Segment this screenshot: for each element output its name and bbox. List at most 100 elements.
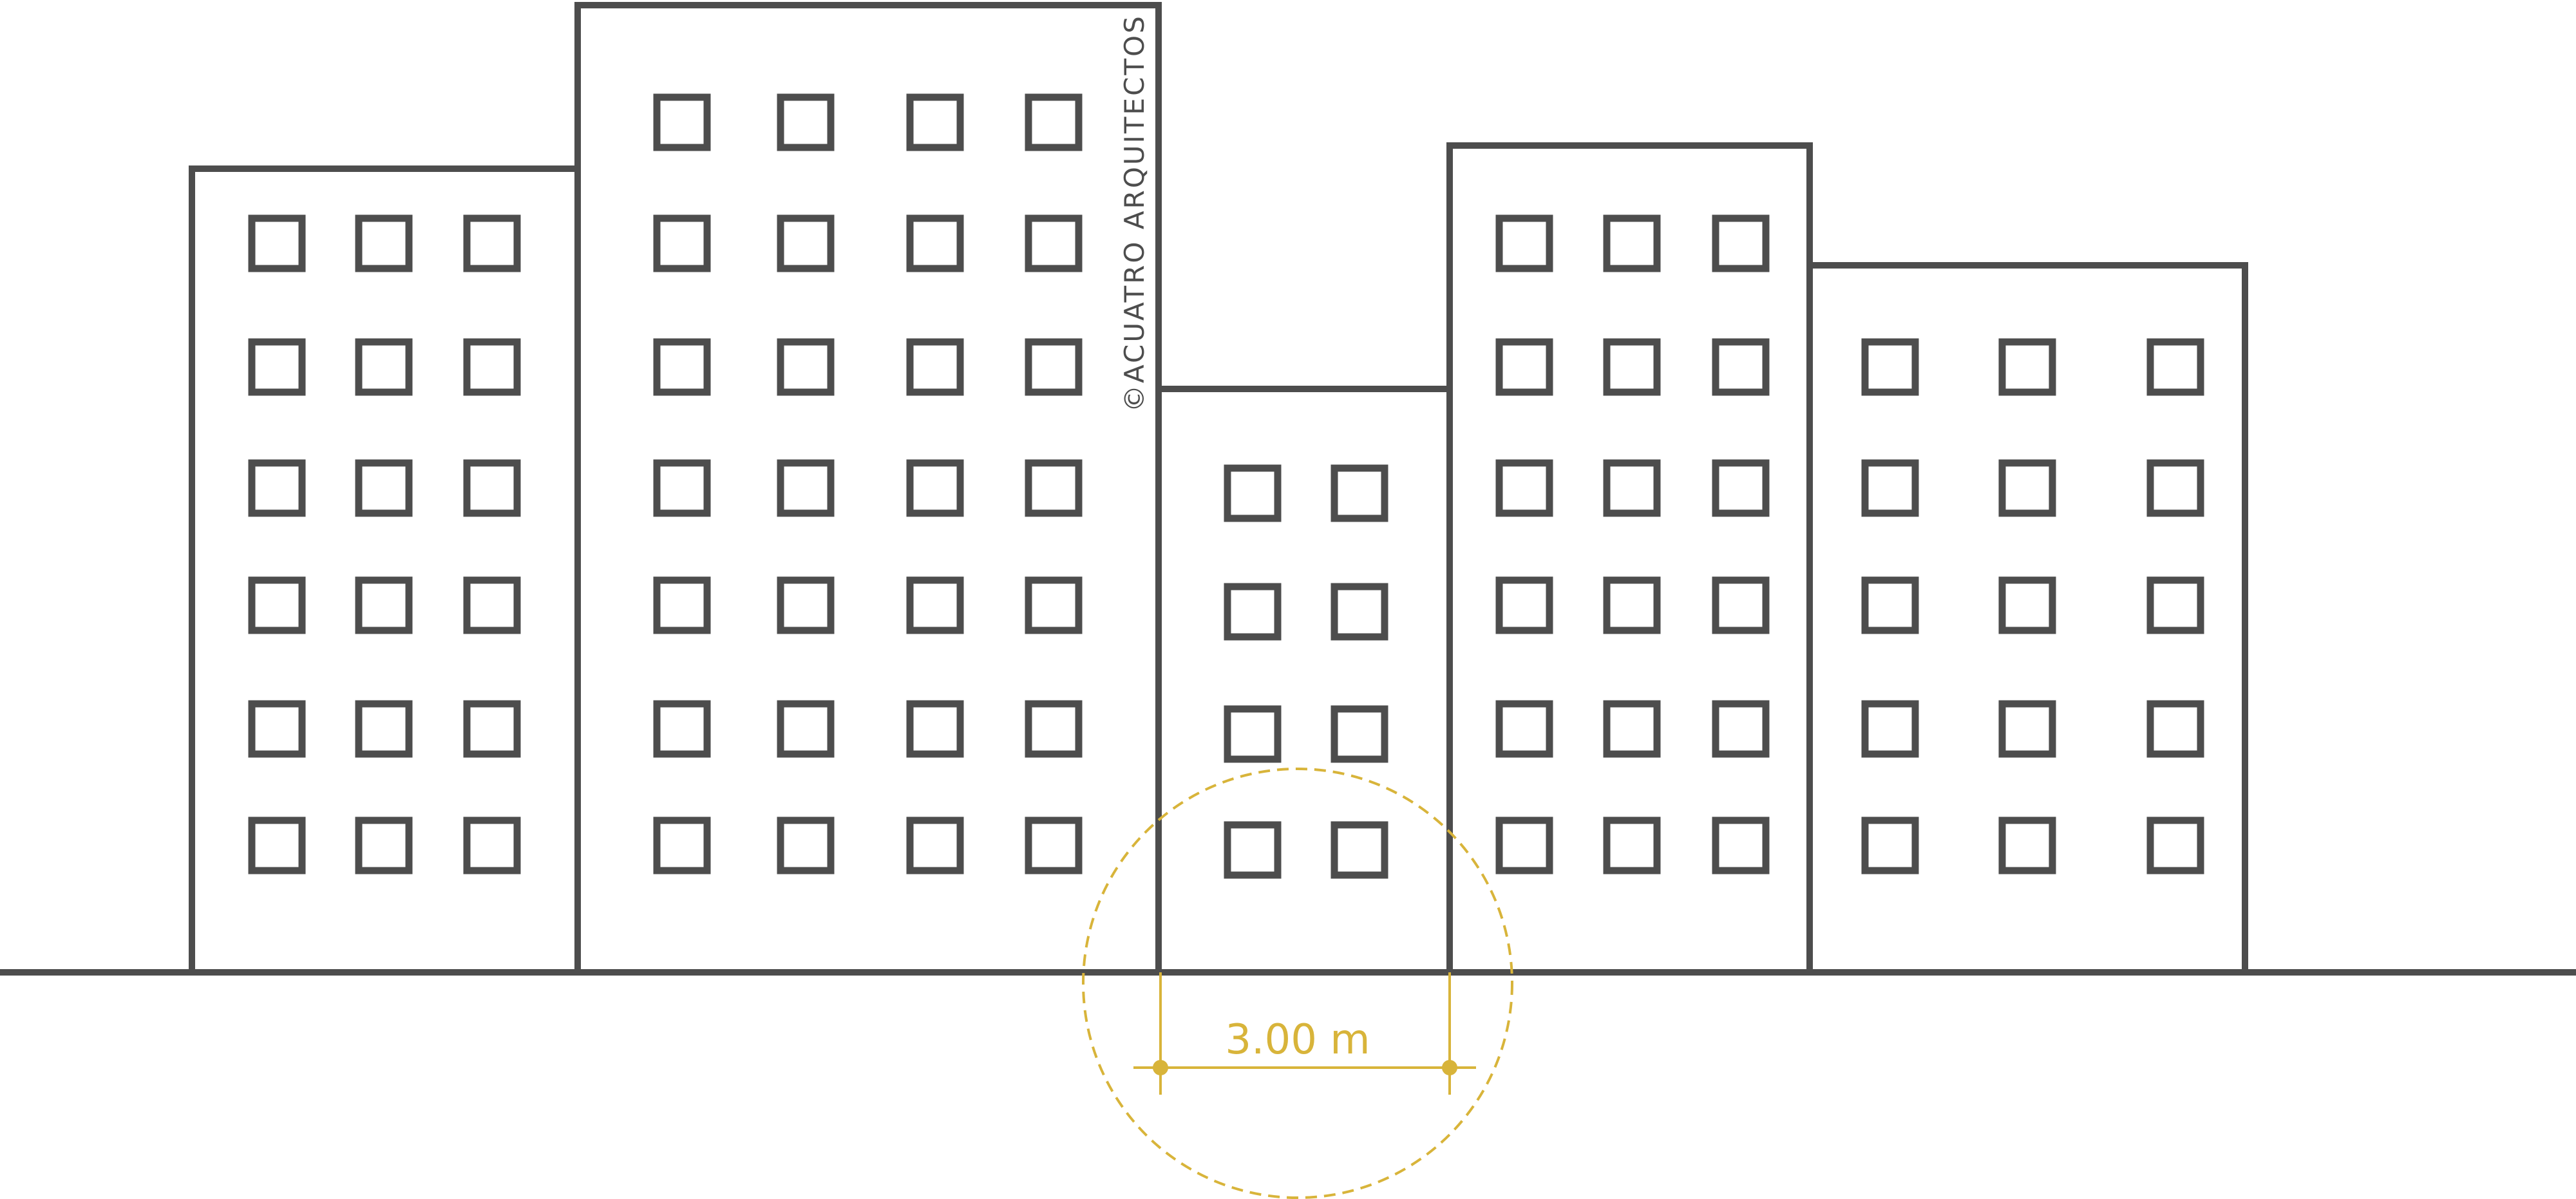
window: [1861, 700, 1919, 758]
window: [1331, 821, 1388, 879]
window: [1495, 214, 1553, 272]
building-2: [574, 2, 1162, 972]
window: [1224, 705, 1282, 763]
window: [777, 576, 835, 634]
window: [1603, 214, 1661, 272]
window: [1861, 338, 1919, 396]
window: [1495, 576, 1553, 634]
window: [777, 459, 835, 517]
building-1: [189, 165, 581, 972]
window: [1998, 576, 2056, 634]
window: [906, 214, 964, 272]
building-5-outline: [1806, 262, 2248, 972]
window: [906, 93, 964, 151]
window: [1025, 700, 1083, 758]
window: [1224, 464, 1282, 522]
window: [906, 576, 964, 634]
window: [653, 817, 711, 874]
window: [1495, 700, 1553, 758]
window: [1603, 459, 1661, 517]
window: [653, 459, 711, 517]
window: [653, 214, 711, 272]
window: [1998, 817, 2056, 874]
window: [463, 576, 521, 634]
window: [1712, 576, 1770, 634]
window: [653, 338, 711, 396]
window: [248, 700, 306, 758]
building-4: [1446, 142, 1813, 972]
window: [1603, 817, 1661, 874]
window: [355, 214, 413, 272]
building-5: [1806, 262, 2248, 972]
window: [906, 700, 964, 758]
window: [1712, 817, 1770, 874]
window: [355, 817, 413, 874]
window: [463, 214, 521, 272]
window: [1025, 214, 1083, 272]
window: [355, 459, 413, 517]
dimension-highlight-circle: [1082, 768, 1513, 1199]
window: [463, 700, 521, 758]
building-3-outline: [1155, 386, 1453, 972]
window: [1998, 459, 2056, 517]
window: [355, 576, 413, 634]
window: [906, 459, 964, 517]
window: [248, 576, 306, 634]
window: [1224, 821, 1282, 879]
window: [1025, 576, 1083, 634]
window: [653, 700, 711, 758]
dimension-endpoint-right: [1442, 1060, 1457, 1075]
window: [2146, 576, 2204, 634]
window: [1603, 700, 1661, 758]
window: [2146, 817, 2204, 874]
window: [777, 338, 835, 396]
window: [1998, 700, 2056, 758]
window: [1712, 214, 1770, 272]
window: [248, 817, 306, 874]
window: [1861, 817, 1919, 874]
building-3: [1155, 386, 1453, 972]
window: [777, 700, 835, 758]
window: [653, 93, 711, 151]
window: [248, 338, 306, 396]
window: [1331, 464, 1388, 522]
window: [1224, 583, 1282, 641]
window: [1495, 338, 1553, 396]
dimension-label: 3.00 m: [1225, 1016, 1370, 1064]
window: [2146, 700, 2204, 758]
window: [1495, 817, 1553, 874]
window: [777, 93, 835, 151]
window: [463, 817, 521, 874]
window: [1861, 576, 1919, 634]
window: [653, 576, 711, 634]
window: [248, 459, 306, 517]
window: [1998, 338, 2056, 396]
buildings-group: [189, 2, 2248, 972]
dimension-callout: 3.00 m: [1082, 768, 1513, 1199]
window: [1712, 338, 1770, 396]
window: [248, 214, 306, 272]
window: [355, 338, 413, 396]
window: [1603, 576, 1661, 634]
window: [1331, 705, 1388, 763]
window: [1712, 700, 1770, 758]
window: [1025, 459, 1083, 517]
window: [355, 700, 413, 758]
watermark-credit: ©ACUATRO ARQUITECTOS: [1119, 14, 1150, 412]
window: [1603, 338, 1661, 396]
window: [1495, 459, 1553, 517]
window: [1025, 338, 1083, 396]
window: [906, 817, 964, 874]
window: [777, 214, 835, 272]
window: [1861, 459, 1919, 517]
window: [1025, 93, 1083, 151]
window: [2146, 459, 2204, 517]
window: [1331, 583, 1388, 641]
window: [1712, 459, 1770, 517]
window: [463, 338, 521, 396]
window: [2146, 338, 2204, 396]
dimension-endpoint-left: [1153, 1060, 1168, 1075]
window: [906, 338, 964, 396]
window: [463, 459, 521, 517]
